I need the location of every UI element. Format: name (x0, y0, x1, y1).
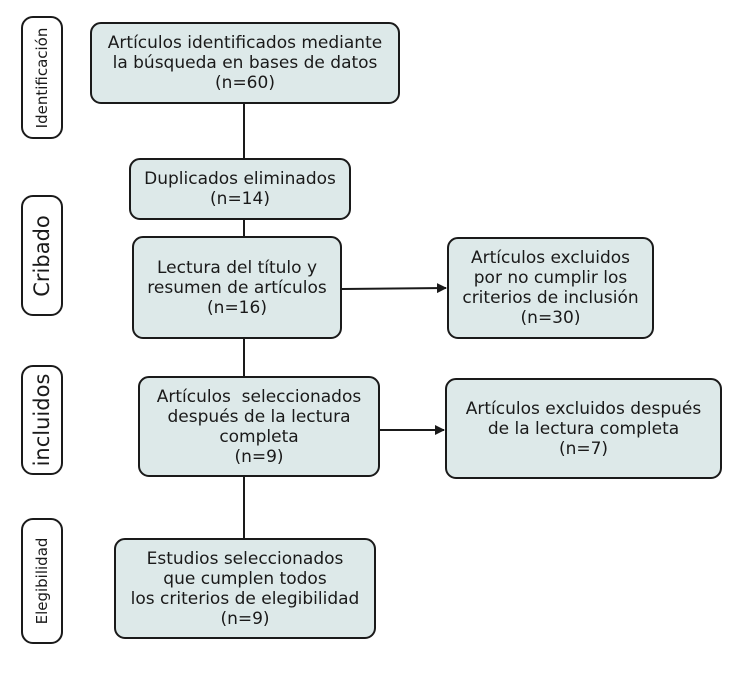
box-excluidos-lectura: Artículos excluidos después de la lectur… (445, 378, 722, 479)
box-count: (n=7) (558, 438, 609, 459)
stage-cribado: Cribado (21, 195, 63, 316)
box-line: por no cumplir los (473, 268, 628, 288)
arrow-to-excluidos-inclusion (341, 283, 447, 294)
box-line: Artículos identificados mediante (107, 33, 383, 53)
box-articulos-seleccionados: Artículos seleccionados después de la le… (138, 376, 380, 477)
box-line: Duplicados eliminados (144, 169, 336, 189)
box-articulos-identificados: Artículos identificados mediante la búsq… (90, 22, 400, 104)
box-count: (n=9) (234, 446, 284, 467)
box-line: los criterios de elegibilidad (130, 588, 360, 609)
box-line: después de la lectura (167, 406, 351, 427)
stage-elegibilidad: Elegibilidad (21, 518, 63, 644)
box-duplicados-eliminados: Duplicados eliminados (n=14) (129, 158, 351, 220)
box-line: de la lectura completa (487, 418, 680, 439)
box-line: criterios de inclusión (462, 288, 639, 308)
box-line: Artículos excluidos (470, 248, 631, 268)
stage-incluidos-label: incluidos (30, 373, 54, 467)
stage-cribado-label: Cribado (30, 214, 54, 297)
box-lectura-titulo: Lectura del título y resumen de artículo… (132, 236, 342, 339)
box-count: (n=16) (207, 297, 267, 318)
stage-identificacion: Identificación (21, 16, 63, 139)
box-count: (n=30) (520, 308, 581, 328)
box-line: Artículos excluidos después (465, 398, 702, 419)
box-line: que cumplen todos (163, 568, 327, 589)
box-line: la búsqueda en bases de datos (112, 53, 378, 73)
stage-incluidos: incluidos (21, 365, 63, 475)
stage-elegibilidad-label: Elegibilidad (33, 537, 51, 625)
box-line: Artículos seleccionados (156, 386, 362, 407)
box-count: (n=60) (215, 73, 275, 93)
box-count: (n=9) (220, 608, 270, 629)
box-excluidos-inclusion: Artículos excluidos por no cumplir los c… (447, 237, 654, 339)
box-count: (n=14) (210, 189, 270, 209)
box-line: resumen de artículos (147, 277, 327, 298)
box-line: completa (219, 426, 299, 447)
box-estudios-seleccionados: Estudios seleccionados que cumplen todos… (114, 538, 376, 639)
stage-identificacion-label: Identificación (33, 27, 51, 128)
box-line: Lectura del título y (156, 257, 318, 278)
box-line: Estudios seleccionados (146, 548, 344, 569)
